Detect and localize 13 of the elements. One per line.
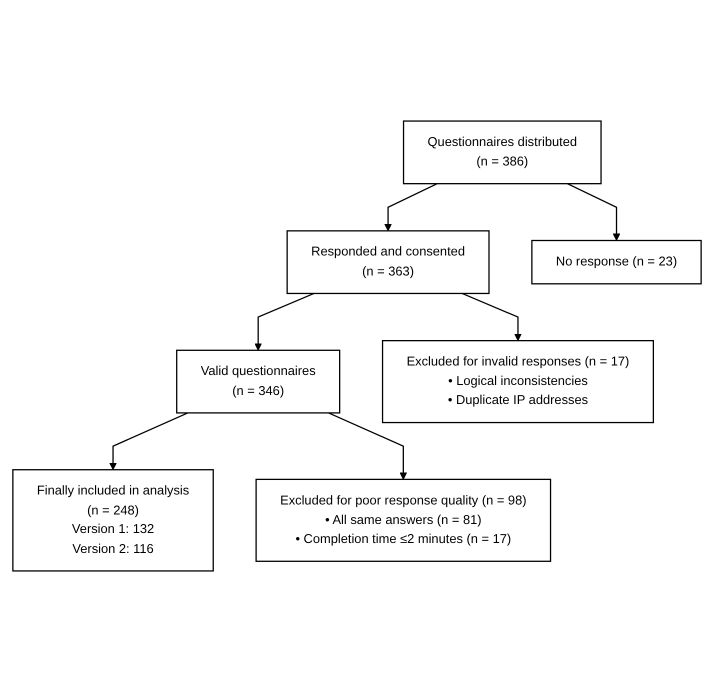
arrow bbox=[567, 183, 620, 241]
arrow bbox=[254, 292, 314, 351]
node-box: Responded and consented (n = 363) bbox=[286, 230, 490, 294]
arrow bbox=[328, 412, 408, 480]
node-box: Excluded for poor response quality (n = 98) • All same answers (n = 81) • Completion time ≤2 minutes (n = 17) bbox=[255, 478, 552, 562]
arrow bbox=[384, 183, 438, 232]
node-box: Excluded for invalid responses (n = 17) • Logical inconsistencies • Duplicate IP addresses bbox=[382, 340, 654, 424]
node-box: No response (n = 23) bbox=[531, 240, 702, 284]
node-box: Valid questionnaires (n = 346) bbox=[176, 350, 340, 414]
node-box: Finally included in analysis (n = 248) Version 1: 132 Version 2: 116 bbox=[12, 469, 214, 572]
arrow bbox=[109, 412, 188, 470]
arrow bbox=[462, 292, 522, 341]
node-box: Questionnaires distributed (n = 386) bbox=[402, 120, 602, 184]
